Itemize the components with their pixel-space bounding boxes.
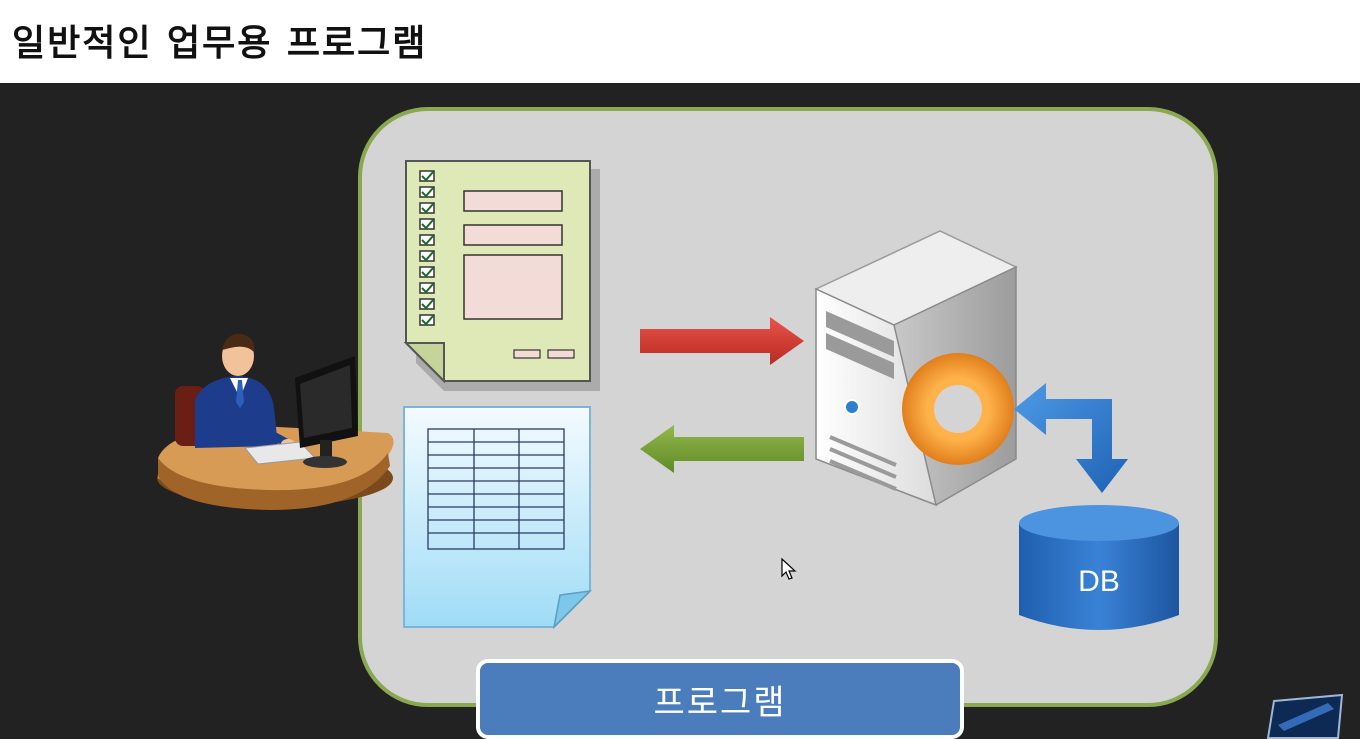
page-title: 일반적인 업무용 프로그램 bbox=[12, 23, 428, 64]
request-arrow bbox=[640, 317, 804, 365]
user-at-computer-icon bbox=[157, 333, 394, 510]
db-label: DB bbox=[1078, 565, 1120, 598]
input-form-document-icon bbox=[403, 160, 600, 391]
response-arrow bbox=[640, 425, 804, 473]
mouse-cursor-icon bbox=[781, 557, 797, 580]
gear-icon bbox=[902, 353, 1014, 465]
diagram-stage: DB 프로그램 bbox=[0, 83, 1360, 739]
title-bar: 일반적인 업무용 프로그램 bbox=[0, 0, 1360, 83]
program-label-bar: 프로그램 bbox=[476, 659, 964, 739]
table-document-icon bbox=[403, 406, 593, 630]
db-arrow bbox=[1014, 383, 1128, 493]
database-icon: DB bbox=[1019, 505, 1179, 630]
taskbar-thumbnail-icon[interactable] bbox=[1266, 693, 1344, 739]
